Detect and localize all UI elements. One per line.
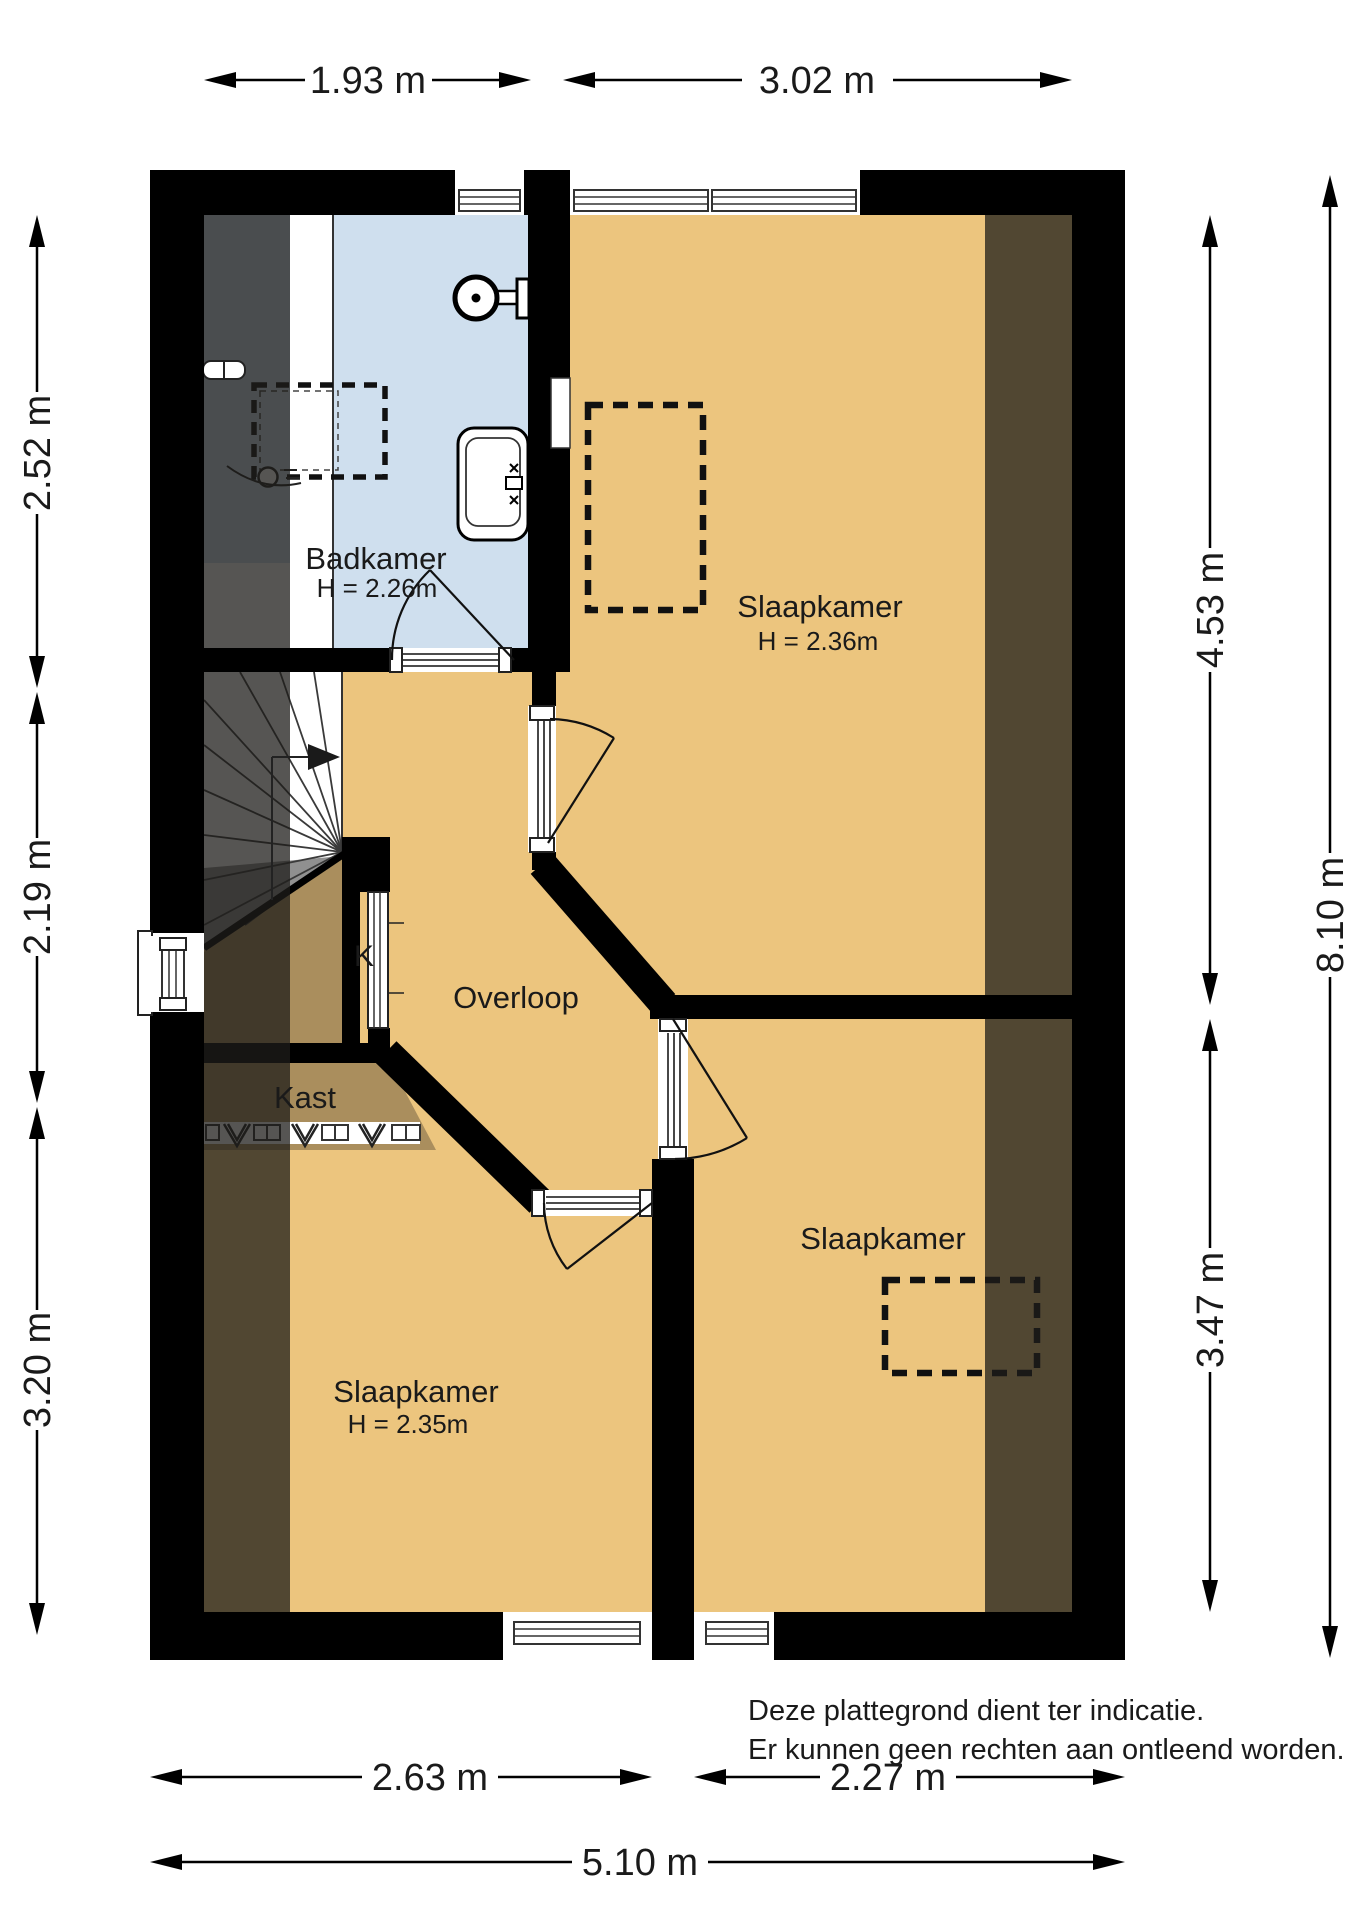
- dimension-bottom-1: 2.63 m: [372, 1757, 488, 1799]
- room-label-kast: Kast: [274, 1080, 336, 1115]
- window-top-large: [570, 170, 860, 215]
- door-slaapkamer-linksonder: [531, 1189, 653, 1270]
- radiator-icon: [202, 360, 246, 380]
- door-slaapkamer-rechtsonder: [658, 1018, 748, 1161]
- wall-diagonal: [530, 854, 676, 1014]
- shower-icon: [452, 274, 531, 322]
- door-leaf: [672, 1018, 748, 1139]
- shower-inner-dashed: [259, 390, 339, 471]
- wall: [650, 995, 1072, 1019]
- low-ceiling-zone-right-top: [985, 215, 1072, 995]
- walls: [150, 170, 1125, 1660]
- wall: [360, 837, 390, 892]
- door-kast-glass: [367, 891, 404, 1029]
- door-arc: [549, 717, 615, 739]
- wall: [150, 1012, 204, 1660]
- ceiling-height-slaapkamer-linksonder: H = 2.35m: [348, 1409, 469, 1439]
- door-slaapkamer-boven: [528, 705, 615, 853]
- wall: [150, 1612, 503, 1660]
- wall-niche: [550, 377, 571, 449]
- kast-door-label: K: [354, 940, 374, 973]
- room-label-slaapkamer-linksonder: Slaapkamer: [333, 1374, 498, 1409]
- room-label-slaapkamer-boven: Slaapkamer: [737, 589, 902, 624]
- window-left: [137, 930, 204, 1016]
- window-top-small: [455, 170, 524, 215]
- wall: [368, 1028, 390, 1062]
- disclaimer-line-1: Deze plattegrond dient ter indicatie.: [748, 1695, 1204, 1727]
- stair-direction-arrow: [271, 744, 340, 900]
- dimension-arrowheads: [29, 72, 1338, 1870]
- dimension-top-2: 3.02 m: [759, 60, 875, 102]
- dormer-outline: [584, 401, 707, 614]
- dimension-bottom-total: 5.10 m: [582, 1842, 698, 1884]
- disclaimer-line-2: Er kunnen geen rechten aan ontleend word…: [748, 1734, 1345, 1766]
- wall: [342, 837, 360, 1062]
- wall: [524, 170, 570, 215]
- door-arc: [542, 1202, 568, 1270]
- ceiling-height-slaapkamer-boven: H = 2.36m: [758, 626, 879, 656]
- dimension-right-2: 3.47 m: [1190, 1252, 1232, 1368]
- wall: [532, 672, 556, 708]
- wall-diagonal: [375, 1041, 551, 1213]
- wall: [652, 1612, 694, 1660]
- window-bottom-left: [503, 1612, 652, 1660]
- dimension-right-1: 4.53 m: [1190, 552, 1232, 668]
- dimension-lines: [35, 78, 1332, 1864]
- dimension-left-3: 3.20 m: [17, 1312, 59, 1428]
- door-leaf: [429, 569, 515, 661]
- room-label-overloop: Overloop: [453, 980, 579, 1015]
- dimension-bottom-2: 2.27 m: [830, 1757, 946, 1799]
- room-label-badkamer: Badkamer: [305, 541, 446, 576]
- door-leaf: [566, 1202, 653, 1270]
- dormer-outline: [881, 1276, 1041, 1377]
- dimension-right-total: 8.10 m: [1310, 857, 1352, 973]
- dimension-left-2: 2.19 m: [17, 839, 59, 955]
- dimension-left-1: 2.52 m: [17, 395, 59, 511]
- door-arc: [390, 569, 431, 661]
- door-badkamer: [389, 569, 515, 673]
- wall: [774, 1612, 1125, 1660]
- low-ceiling-zone-left: [204, 215, 290, 1612]
- window-bottom-right: [694, 1612, 774, 1660]
- ceiling-height-badkamer: H = 2.26m: [317, 573, 438, 603]
- wall: [1072, 170, 1125, 1660]
- door-leaf: [547, 737, 615, 844]
- low-ceiling-zone-right-bottom: [985, 1019, 1072, 1612]
- wall: [204, 648, 390, 672]
- wall: [150, 170, 204, 933]
- sink-icon: [456, 426, 530, 542]
- dimension-top-1: 1.93 m: [310, 60, 426, 102]
- door-arc: [674, 1137, 748, 1161]
- room-label-slaapkamer-rechtsonder: Slaapkamer: [800, 1221, 965, 1256]
- wall: [511, 648, 570, 672]
- wall: [652, 1159, 694, 1612]
